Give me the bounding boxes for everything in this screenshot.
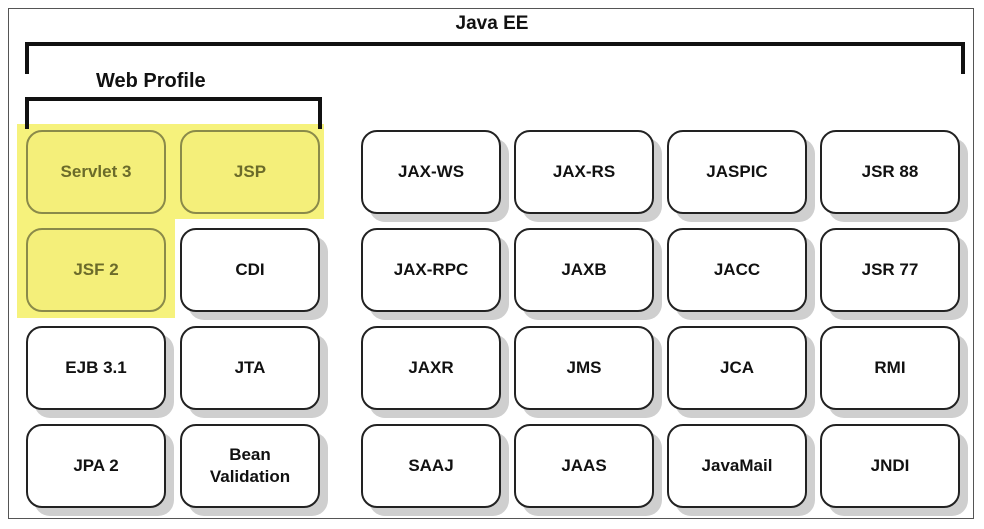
box-jaas: JAAS [514,424,654,508]
box-jndi: JNDI [820,424,960,508]
box-javamail: JavaMail [667,424,807,508]
java-ee-title: Java EE [455,13,529,34]
box-jca: JCA [667,326,807,410]
web-profile-title: Web Profile [96,70,206,92]
box-jaspic: JASPIC [667,130,807,214]
box-jax-ws: JAX-WS [361,130,501,214]
box-jsf-2: JSF 2 [26,228,166,312]
box-jsr-88: JSR 88 [820,130,960,214]
box-jax-rpc: JAX-RPC [361,228,501,312]
box-servlet-3: Servlet 3 [26,130,166,214]
box-jax-rs: JAX-RS [514,130,654,214]
box-ejb-3-1: EJB 3.1 [26,326,166,410]
java-ee-bracket [25,42,965,74]
box-jpa-2: JPA 2 [26,424,166,508]
box-rmi: RMI [820,326,960,410]
box-jsp: JSP [180,130,320,214]
box-jsr-77: JSR 77 [820,228,960,312]
box-bean-validation: Bean Validation [180,424,320,508]
box-jta: JTA [180,326,320,410]
box-jaxr: JAXR [361,326,501,410]
box-jacc: JACC [667,228,807,312]
web-profile-bracket [25,97,322,129]
box-cdi: CDI [180,228,320,312]
box-jms: JMS [514,326,654,410]
box-jaxb: JAXB [514,228,654,312]
box-saaj: SAAJ [361,424,501,508]
